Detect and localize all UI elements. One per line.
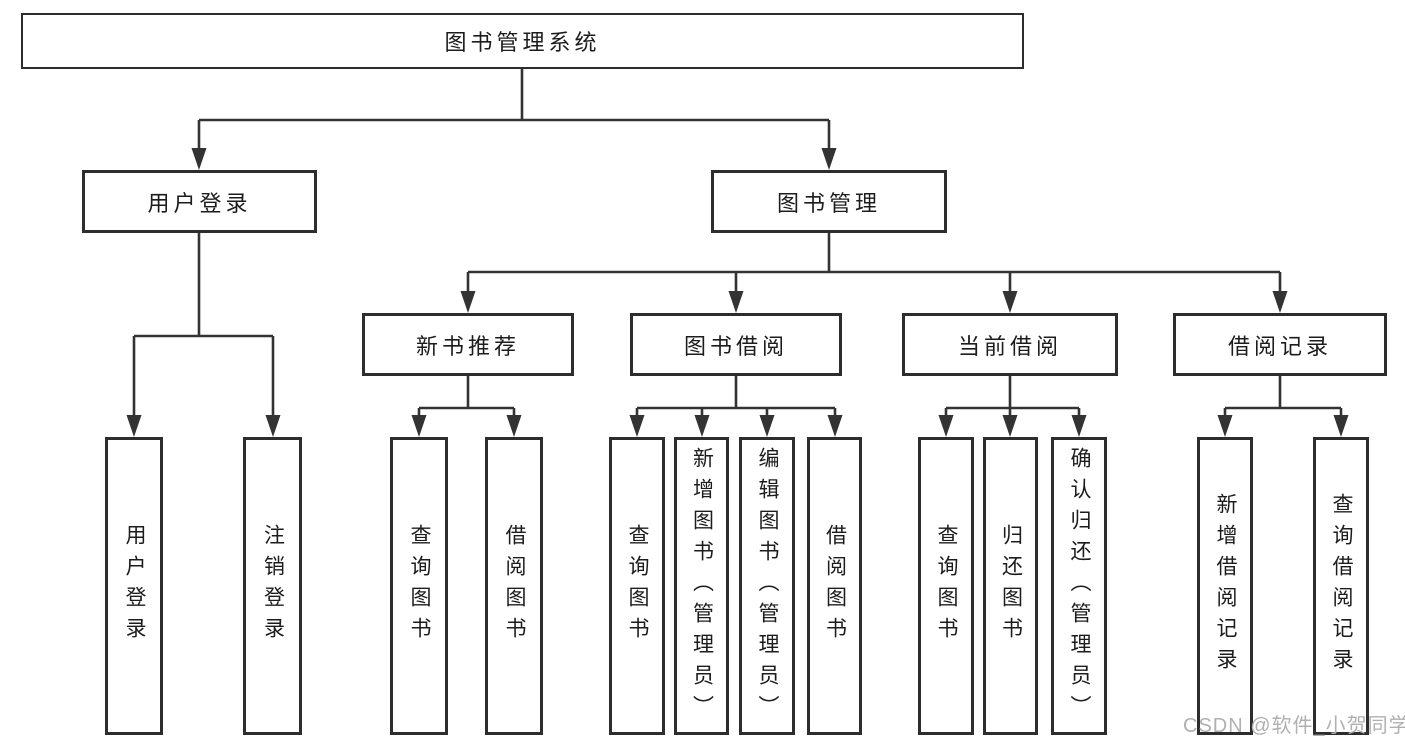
node-label: 注销登录: [261, 524, 285, 648]
node-label: 新书推荐: [415, 333, 520, 359]
csdn-watermark: CSDN @软件_小贺同学: [1183, 715, 1405, 737]
node-label: 图书借阅: [683, 333, 788, 359]
leaf-query-books-recommend: 查询图书: [390, 437, 448, 735]
leaf-logout: 注销登录: [243, 437, 302, 735]
node-borrowing-records: 借阅记录: [1173, 313, 1387, 376]
node-user-login: 用户登录: [82, 170, 317, 233]
leaf-query-borrowing-record: 查询借阅记录: [1313, 437, 1369, 735]
leaf-add-borrowing-record: 新增借阅记录: [1197, 437, 1253, 735]
node-label: 新增借阅记录: [1214, 493, 1237, 679]
leaf-query-books-borrowing: 查询图书: [609, 437, 665, 735]
node-label: 借阅图书: [503, 524, 526, 648]
node-label: 查询图书: [408, 524, 431, 648]
leaf-borrow-books: 借阅图书: [807, 437, 862, 735]
node-label: 查询图书: [626, 524, 649, 648]
node-label: 查询借阅记录: [1330, 493, 1353, 679]
node-label: 借阅记录: [1227, 333, 1332, 359]
leaf-return-books: 归还图书: [983, 437, 1038, 735]
node-label: 当前借阅: [957, 333, 1062, 359]
leaf-add-books-admin: 新增图书（管理员）: [674, 437, 729, 735]
node-current-borrowing: 当前借阅: [902, 313, 1118, 376]
leaf-query-books-current: 查询图书: [918, 437, 974, 735]
node-label: 图书管理系统: [444, 30, 601, 55]
node-label: 归还图书: [999, 524, 1023, 648]
node-label: 用户登录: [123, 524, 146, 648]
node-label: 借阅图书: [823, 524, 847, 648]
leaf-edit-books-admin: 编辑图书（管理员）: [739, 437, 795, 735]
node-book-borrowing: 图书借阅: [630, 313, 842, 376]
leaf-confirm-return-admin: 确认归还（管理员）: [1051, 437, 1107, 735]
leaf-borrow-books-recommend: 借阅图书: [485, 437, 543, 735]
node-label: 图书管理: [776, 190, 881, 216]
node-label: 确认归还（管理员）: [1068, 446, 1091, 726]
node-label: 查询图书: [935, 524, 958, 648]
node-new-book-recommendation: 新书推荐: [362, 313, 574, 376]
node-label: 新增图书（管理员）: [690, 446, 714, 726]
node-book-management: 图书管理: [711, 170, 947, 233]
node-library-management-system: 图书管理系统: [21, 13, 1024, 69]
node-label: 编辑图书（管理员）: [756, 446, 779, 726]
node-label: 用户登录: [147, 190, 252, 216]
leaf-user-login: 用户登录: [105, 437, 163, 735]
